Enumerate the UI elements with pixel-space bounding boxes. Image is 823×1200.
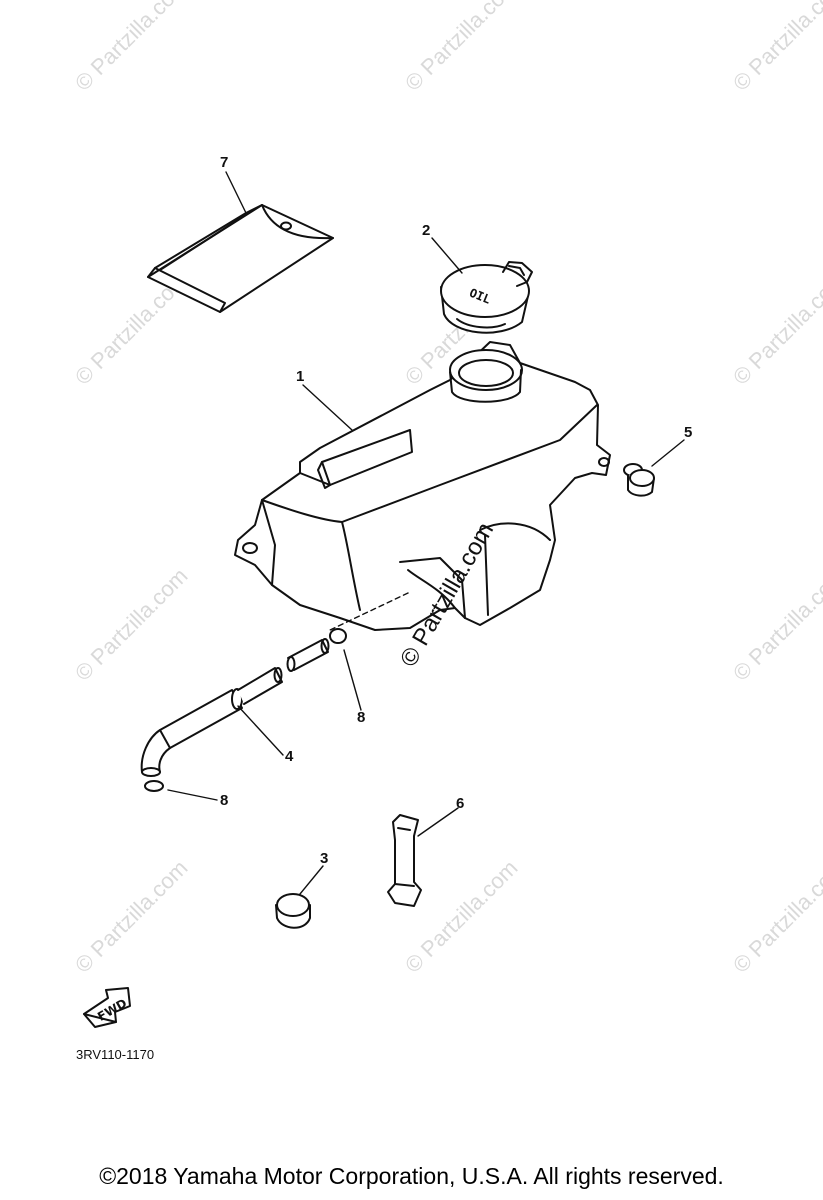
leader-7 — [225, 171, 247, 214]
leader-1 — [302, 384, 353, 431]
clip-drawing — [144, 628, 347, 792]
callout-7: 7 — [220, 154, 229, 171]
grommet-drawing — [275, 893, 311, 929]
leader-5 — [651, 439, 685, 467]
leader-6 — [417, 807, 459, 837]
diagram-code: 3RV110-1170 — [76, 1047, 155, 1062]
callout-6: 6 — [456, 795, 465, 812]
leader-4 — [237, 705, 284, 756]
leader-8-lower — [167, 789, 218, 801]
bolt-drawing — [623, 463, 655, 497]
oil-tank-drawing — [234, 341, 611, 631]
oil-cap-drawing — [440, 261, 533, 334]
leader-3 — [299, 865, 324, 895]
fwd-arrow-drawing — [83, 987, 131, 1028]
band-drawing — [387, 814, 422, 907]
tool-cover-drawing — [147, 204, 334, 313]
callout-4: 4 — [285, 748, 294, 765]
callout-8-upper: 8 — [357, 709, 366, 726]
hose-connection-line — [329, 592, 409, 631]
leader-8-upper — [343, 649, 362, 711]
callout-2: 2 — [422, 222, 431, 239]
callout-5: 5 — [684, 424, 693, 441]
copyright-notice: ©2018 Yamaha Motor Corporation, U.S.A. A… — [99, 1163, 724, 1189]
leader-2 — [431, 237, 463, 274]
callout-3: 3 — [320, 850, 329, 867]
hose-drawing — [140, 638, 330, 777]
callout-8-lower: 8 — [220, 792, 229, 809]
callout-1: 1 — [296, 368, 305, 385]
